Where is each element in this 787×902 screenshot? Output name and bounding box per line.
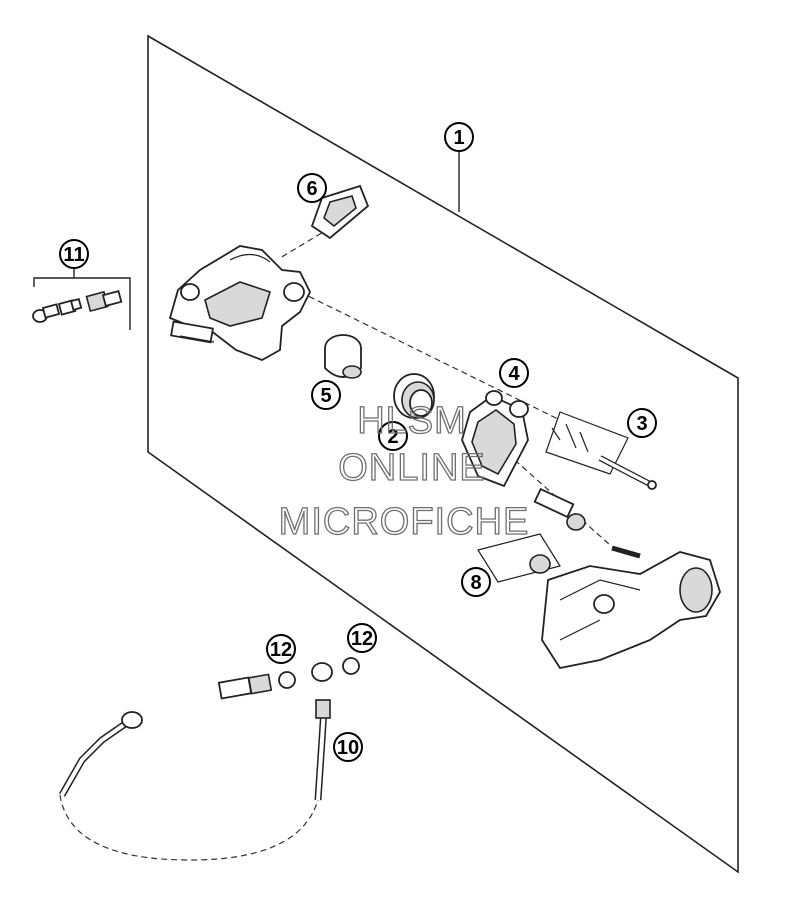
- caliper-bracket: [541, 545, 721, 670]
- svg-text:4: 4: [508, 363, 520, 385]
- callout-3: 3: [627, 408, 657, 438]
- callout-10: 10: [333, 732, 363, 762]
- svg-text:1: 1: [453, 127, 464, 149]
- brake-pads: [461, 390, 529, 488]
- sealing-washer-1: [278, 671, 296, 689]
- axis-line-main: [299, 291, 561, 421]
- callout-2: 2: [378, 421, 408, 451]
- watermark-line-1: HLSM: [357, 400, 467, 442]
- svg-text:2: 2: [387, 426, 398, 448]
- svg-text:6: 6: [306, 178, 317, 200]
- svg-text:3: 3: [636, 413, 647, 435]
- piston: [324, 334, 362, 379]
- piston-seal-kit: [393, 373, 435, 419]
- assembly-panel: [147, 34, 739, 874]
- bleed-screw-small-2: [57, 297, 83, 316]
- callout-8: 8: [461, 567, 491, 597]
- svg-text:12: 12: [351, 628, 373, 650]
- pad-pin-kit: [545, 411, 657, 490]
- svg-text:5: 5: [320, 385, 331, 407]
- slide-pin-kit: [477, 487, 586, 583]
- watermark-line-3: MICROFICHE: [279, 501, 530, 543]
- callout-12-right: 12: [347, 623, 377, 653]
- watermark: HLSM ONLINE MICROFICHE: [278, 399, 530, 543]
- svg-text:10: 10: [337, 737, 359, 759]
- item-11-group: [32, 266, 131, 330]
- caliper-body: [168, 245, 312, 361]
- callout-5: 5: [311, 380, 341, 410]
- callout-1: 1: [444, 122, 474, 152]
- callout-11: 11: [59, 239, 89, 269]
- callout-4: 4: [499, 358, 529, 388]
- sealing-washer-2: [342, 657, 360, 675]
- bleed-screw-small-1: [32, 303, 61, 323]
- watermark-line-2: ONLINE: [338, 447, 485, 489]
- bleed-screw-large: [85, 289, 123, 313]
- callout-12-left: 12: [266, 634, 296, 664]
- pad-spring: [310, 184, 370, 240]
- svg-text:8: 8: [470, 572, 481, 594]
- svg-text:12: 12: [270, 639, 292, 661]
- banjo-bolt: [217, 673, 273, 700]
- brake-hose: [58, 662, 333, 861]
- callout-6: 6: [297, 173, 327, 203]
- svg-text:11: 11: [63, 244, 84, 266]
